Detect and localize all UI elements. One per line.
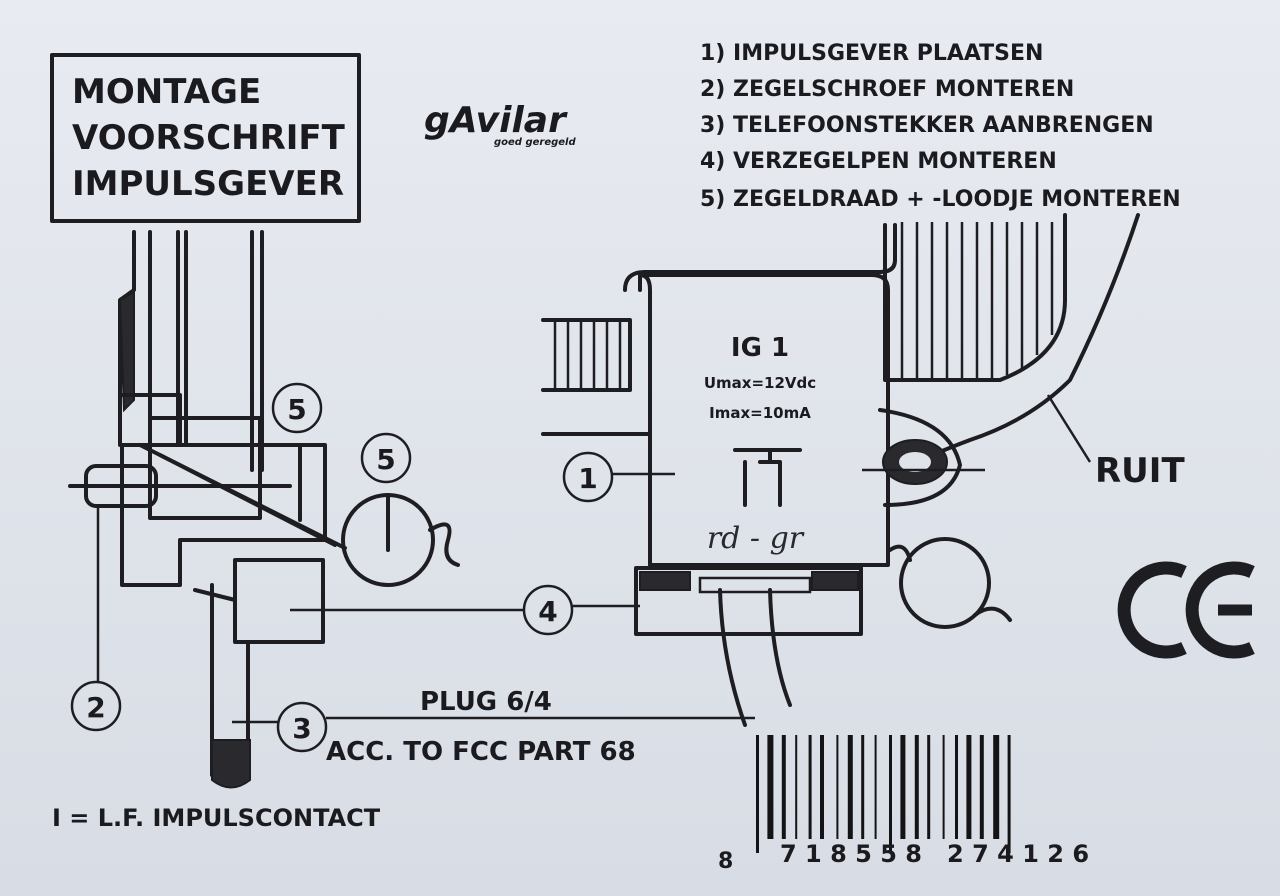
- title-box: MONTAGE VOORSCHRIFT IMPULSGEVER: [50, 53, 361, 223]
- barcode-bar: [993, 735, 1000, 839]
- plug-label: PLUG 6/4: [420, 687, 552, 717]
- svg-text:3: 3: [292, 712, 311, 745]
- step-5: 5) ZEGELDRAAD + -LOODJE MONTEREN: [700, 187, 1181, 212]
- brand-logo: gAvilar goed geregeld: [424, 100, 576, 148]
- barcode-bar: [966, 735, 972, 839]
- step-1: 1) IMPULSGEVER PLAATSEN: [700, 41, 1043, 66]
- device-umax: Umax=12Vdc: [704, 374, 816, 392]
- callout-3: 3: [232, 701, 755, 753]
- barcode-bar: [767, 735, 774, 839]
- barcode-bar: [847, 735, 853, 839]
- callout-5a: 5: [271, 382, 323, 434]
- barcode-bar: [808, 735, 812, 839]
- brand-name: gAvilar: [424, 100, 568, 141]
- fcc-label: ACC. TO FCC PART 68: [326, 737, 636, 767]
- svg-text:4: 4: [538, 595, 557, 628]
- callout-1: 1: [562, 451, 675, 503]
- barcode-bar: [914, 735, 919, 839]
- title-line-2: VOORSCHRIFT: [72, 118, 346, 158]
- barcode-bar: [1007, 735, 1011, 853]
- callout-4: 4: [290, 584, 640, 636]
- legend-impulscontact: I = L.F. IMPULSCONTACT: [52, 804, 381, 832]
- barcode-bar: [900, 735, 906, 839]
- barcode-bar: [861, 735, 865, 839]
- barcode-digits: 7 1 8 5 5 8 2 7 4 1 2 6: [780, 840, 1089, 868]
- seal-assembly: [68, 230, 460, 789]
- ruit-label: RUIT: [1095, 451, 1185, 491]
- barcode-bar: [820, 735, 824, 839]
- barcode-bar: [795, 735, 798, 839]
- steps-list: 1) IMPULSGEVER PLAATSEN 2) ZEGELSCHROEF …: [700, 41, 1181, 212]
- device-handwriting: rd - gr: [707, 521, 805, 556]
- step-2: 2) ZEGELSCHROEF MONTEREN: [700, 77, 1074, 102]
- device-model: IG 1: [731, 333, 789, 363]
- barcode-prefix: 8: [718, 849, 733, 874]
- barcode-bar: [756, 735, 759, 853]
- step-3: 3) TELEFOONSTEKKER AANBRENGEN: [700, 113, 1154, 138]
- barcode: 8 7 1 8 5 5 8 2 7 4 1 2 6: [718, 735, 1089, 874]
- callout-5b: 5: [360, 432, 412, 484]
- barcode-bar: [927, 735, 931, 839]
- step-4: 4) VERZEGELPEN MONTEREN: [700, 149, 1057, 174]
- svg-text:5: 5: [376, 443, 395, 476]
- device-imax: Imax=10mA: [709, 404, 811, 422]
- svg-text:2: 2: [86, 691, 105, 724]
- right-seal: [862, 408, 1012, 629]
- barcode-bar: [955, 735, 958, 839]
- barcode-bar: [889, 735, 892, 853]
- title-line-1: MONTAGE: [72, 72, 261, 112]
- ce-mark: [1117, 561, 1255, 659]
- callout-2: 2: [70, 505, 122, 732]
- impulse-device: IG 1 Umax=12Vdc Imax=10mA rd - gr: [541, 223, 897, 727]
- barcode-bar: [836, 735, 839, 839]
- barcode-bars: [756, 735, 1011, 853]
- barcode-bar: [874, 735, 877, 839]
- barcode-bar: [781, 735, 786, 839]
- svg-text:5: 5: [287, 393, 306, 426]
- brand-tagline: goed geregeld: [494, 137, 576, 148]
- barcode-bar: [942, 735, 945, 839]
- title-line-3: IMPULSGEVER: [72, 164, 344, 204]
- svg-text:1: 1: [578, 462, 597, 495]
- barcode-bar: [979, 735, 984, 839]
